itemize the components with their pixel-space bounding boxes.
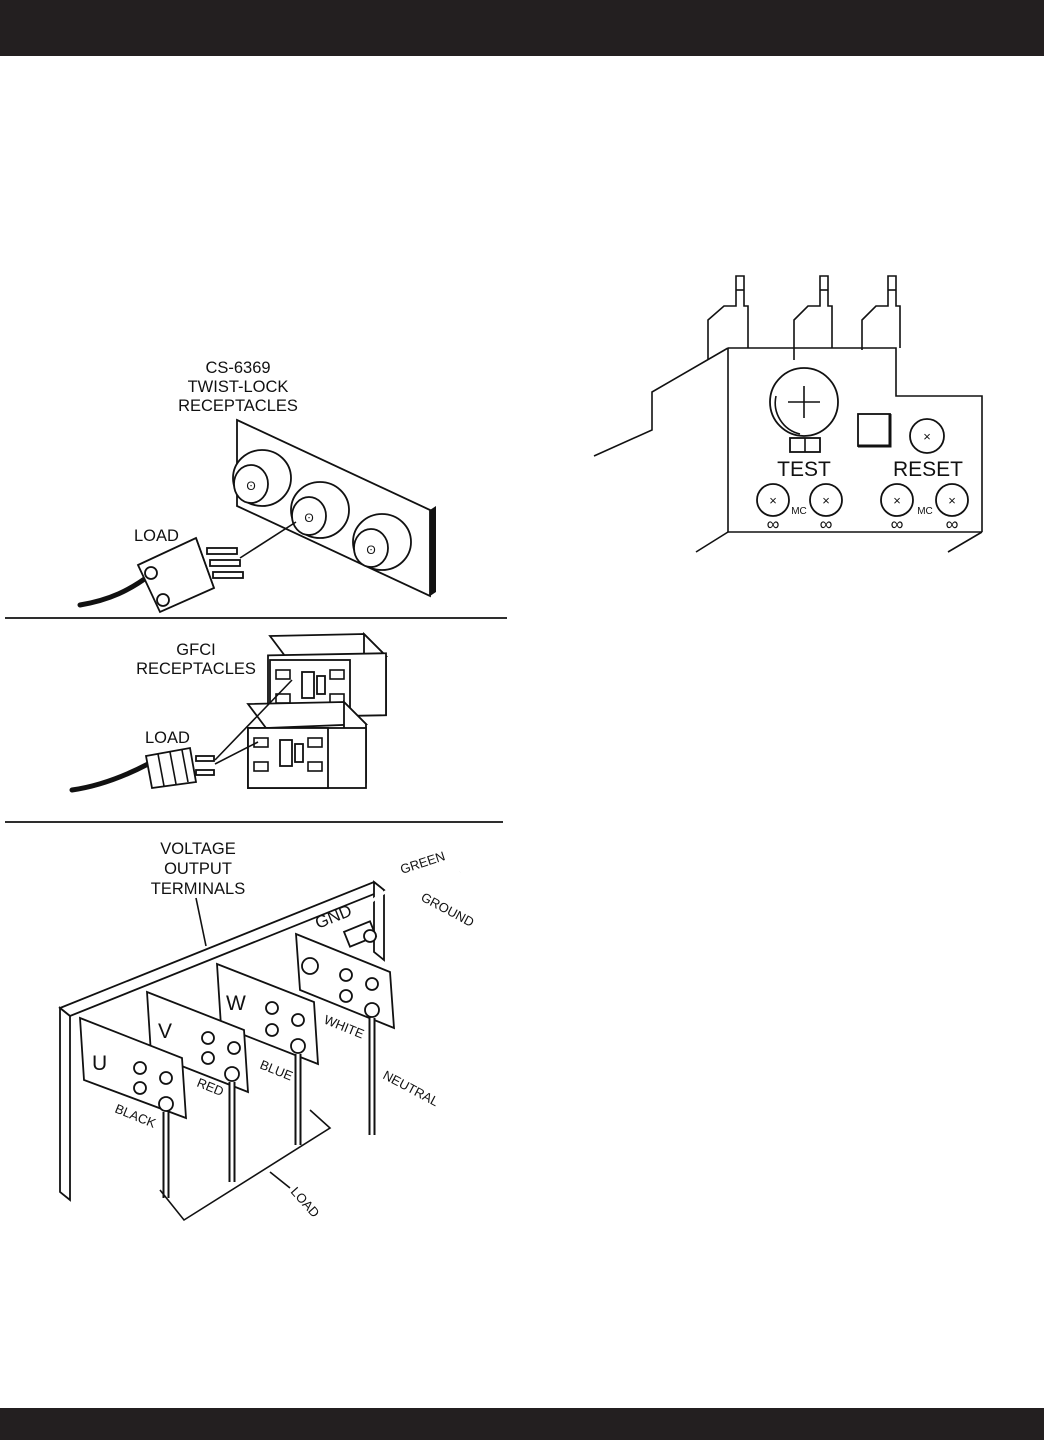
phase-v-label: V [158,1020,172,1043]
breaker-diagram: × TEST RESET × × × × MC MC ∞ ∞ ∞ ∞ [593,275,983,553]
terminals-title-line-2: OUTPUT [164,860,232,878]
breaker-housing [593,347,983,553]
gfci-receptacle-lower [246,699,369,789]
voltage-terminals-diagram: VOLTAGE OUTPUT TERMINALS GND GREEN GROUN… [58,840,477,1222]
terminal-block-neutral [294,932,396,1135]
breaker-terminal-lugs [707,275,901,360]
phase-w-label: W [226,992,246,1015]
neutral-wire-label: NEUTRAL [381,1067,442,1109]
twistlock-load-label: LOAD [134,527,179,545]
terminals-load-label: LOAD [288,1184,323,1220]
terminal-block-v: V [146,990,249,1182]
green-wire-label: GREEN [398,848,447,877]
twistlock-receptacle-1: ʘ [232,449,292,507]
phase-u-label: U [92,1052,107,1075]
reset-label: RESET [893,458,963,481]
terminal-backplate [58,880,386,1202]
dial-indicator-icon [789,437,821,453]
adjustment-dial-icon[interactable] [769,367,839,437]
svg-text:×: × [893,493,901,508]
reset-screw-left[interactable]: × [880,483,914,517]
ground-label: GROUND [419,889,477,929]
gfci-diagram: GFCI RECEPTACLES LOAD [69,631,389,793]
twistlock-title-line-3: RECEPTACLES [178,397,298,415]
svg-text:×: × [769,493,777,508]
twistlock-title-line-1: CS-6369 [205,359,270,377]
twistlock-receptacle-2: ʘ [290,481,350,539]
twistlock-receptacle-3: ʘ [352,513,412,571]
test-screw-left[interactable]: × [756,483,790,517]
terminal-block-w: W [216,962,319,1145]
svg-text:×: × [948,493,956,508]
reset-screw-right[interactable]: × [935,483,969,517]
white-wire-label: WHITE [322,1012,367,1042]
svg-text:ʘ: ʘ [304,511,313,525]
gfci-receptacle-upper [267,631,389,723]
twistlock-title-line-2: TWIST-LOCK [188,378,289,396]
gfci-title-line-1: GFCI [176,641,215,659]
footer-bar [0,1408,1044,1440]
twist-lock-diagram: CS-6369 TWIST-LOCK RECEPTACLES ʘ ʘ ʘ LOA… [77,359,436,614]
svg-text:ʘ: ʘ [366,543,375,557]
test-label: TEST [777,458,831,481]
load-bracket: LOAD [159,1109,332,1222]
test-screw-right[interactable]: × [809,483,843,517]
svg-text:ʘ: ʘ [246,479,255,493]
header-bar [0,0,1044,56]
gfci-plug [69,679,293,793]
blue-wire-label: BLUE [258,1057,295,1084]
status-window [857,413,891,447]
reset-mc-label: MC [917,506,933,517]
test-infinity-right-icon: ∞ [820,514,833,534]
reset-infinity-left-icon: ∞ [891,514,904,534]
terminals-title-line-3: TERMINALS [151,880,245,898]
reset-top-button[interactable]: × [909,418,945,454]
terminals-title-line-1: VOLTAGE [160,840,236,858]
gfci-title-line-2: RECEPTACLES [136,660,256,678]
svg-text:×: × [923,429,931,444]
reset-infinity-right-icon: ∞ [946,514,959,534]
test-mc-label: MC [791,506,807,517]
test-infinity-left-icon: ∞ [767,514,780,534]
terminal-block-u: U [79,1016,187,1198]
svg-text:×: × [822,493,830,508]
twistlock-plug [77,521,297,614]
gfci-load-label: LOAD [145,729,190,747]
